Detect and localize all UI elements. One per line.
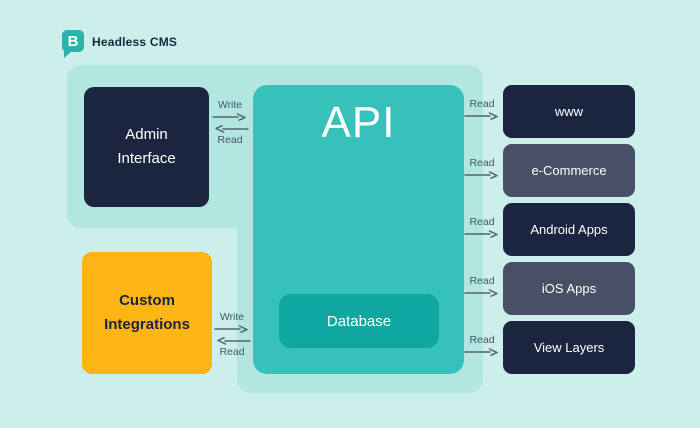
edge-read-label: Read <box>469 334 495 346</box>
arrow-right-icon <box>463 289 498 297</box>
output-www-label: www <box>554 104 584 119</box>
admin-interface-label: Admin Interface <box>117 126 176 167</box>
api-node: API Database <box>253 85 464 374</box>
arrow-right-icon <box>213 325 248 333</box>
arrow-right-icon <box>211 113 246 121</box>
edge-read-label: Read <box>469 98 495 110</box>
api-label: API <box>321 98 396 147</box>
edge-api-view-layers: Read <box>462 334 502 358</box>
output-ecommerce-node: e-Commerce <box>503 144 635 197</box>
edge-custom-api: Write Read <box>211 311 253 359</box>
edge-api-ecommerce: Read <box>462 157 502 181</box>
output-ecommerce-label: e-Commerce <box>531 163 607 178</box>
arrow-left-icon <box>214 125 249 133</box>
edge-api-www: Read <box>462 98 502 122</box>
brand-title: Headless CMS <box>92 35 178 49</box>
output-ios-apps-node: iOS Apps <box>503 262 635 315</box>
admin-interface-node: Admin Interface <box>84 87 209 207</box>
edge-read-label: Read <box>469 275 495 287</box>
custom-integrations-label: Custom Integrations <box>104 292 190 333</box>
output-android-apps-node: Android Apps <box>503 203 635 256</box>
output-ios-apps-label: iOS Apps <box>541 281 597 296</box>
edge-api-ios: Read <box>462 275 502 299</box>
edge-admin-api: Write Read <box>209 99 251 147</box>
edge-admin-write-label: Write <box>217 99 243 111</box>
arrow-right-icon <box>463 171 498 179</box>
custom-integrations-node: Custom Integrations <box>82 252 212 374</box>
arrow-right-icon <box>463 230 498 238</box>
output-www-node: www <box>503 85 635 138</box>
edge-custom-write-label: Write <box>219 311 245 323</box>
edge-read-label: Read <box>469 157 495 169</box>
edge-admin-read-label: Read <box>217 134 243 146</box>
arrow-right-icon <box>463 348 498 356</box>
output-android-apps-label: Android Apps <box>530 222 608 237</box>
edge-read-label: Read <box>469 216 495 228</box>
output-view-layers-node: View Layers <box>503 321 635 374</box>
database-node: Database <box>279 294 439 348</box>
edge-custom-read-label: Read <box>219 346 245 358</box>
arrow-right-icon <box>463 112 498 120</box>
edge-api-android: Read <box>462 216 502 240</box>
logo-letter: B <box>67 32 79 50</box>
arrow-left-icon <box>216 337 251 345</box>
database-label: Database <box>326 312 392 330</box>
buttercms-logo-icon: B <box>62 30 84 58</box>
output-view-layers-label: View Layers <box>533 340 605 355</box>
